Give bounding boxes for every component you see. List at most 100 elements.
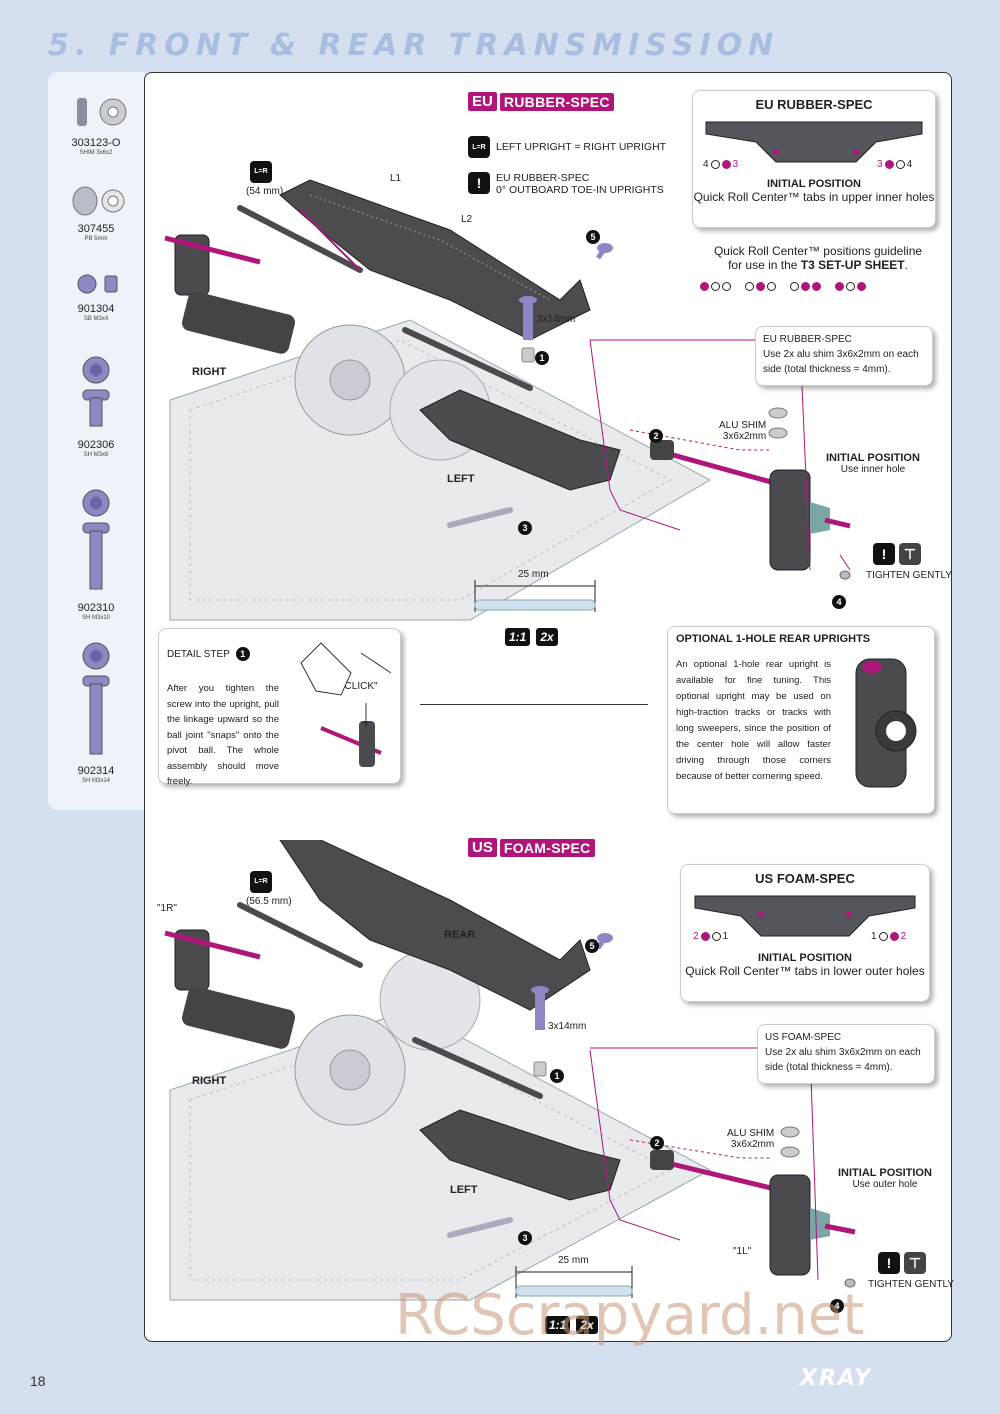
- us-label-rear: REAR: [444, 929, 476, 941]
- eu-tighten: TIGHTEN GENTLY: [866, 570, 952, 581]
- us-label-right: RIGHT: [192, 1075, 227, 1087]
- page-title: 5. FRONT & REAR TRANSMISSION: [48, 28, 780, 63]
- eu-label-l2: L2: [461, 214, 473, 225]
- us-scale-badges: 1:1 2x: [545, 1316, 598, 1334]
- lr-icon: L=R: [468, 136, 490, 158]
- step-number: 2: [650, 1136, 664, 1150]
- optional-text: An optional 1-hole rear upright is avail…: [676, 659, 831, 782]
- us-pin-scale-illustration: [515, 1266, 633, 1298]
- us-step-1: 1: [550, 1066, 564, 1084]
- eu-callout-init: INITIAL POSITION: [767, 178, 861, 190]
- part-item: 902310 SH M3x10: [48, 487, 144, 621]
- scale-1-1: 1:1: [505, 628, 531, 646]
- us-alu-shim: ALU SHIM 3x6x2mm: [727, 1128, 774, 1150]
- optional-upright-callout: OPTIONAL 1-HOLE REAR UPRIGHTS An optiona…: [667, 626, 935, 814]
- us-pin-length: 25 mm: [558, 1255, 589, 1266]
- step-number: 2: [649, 429, 663, 443]
- eu-label-right: RIGHT: [192, 366, 227, 378]
- eu-init-position: INITIAL POSITION Use inner hole: [826, 452, 920, 475]
- qrc-digit: 2: [693, 931, 699, 942]
- part-code: 902314: [77, 765, 115, 777]
- lr-icon: L=R: [250, 160, 272, 183]
- eu-alu-shim-a: ALU SHIM: [719, 420, 767, 431]
- part-item: 902314 SH M3x14: [48, 640, 144, 784]
- us-step-3: 3: [518, 1228, 532, 1246]
- part-desc: SB M3x4: [83, 316, 109, 322]
- us-init-title: INITIAL POSITION: [838, 1167, 932, 1179]
- us-section-tag: US FOAM-SPEC: [468, 838, 595, 857]
- qrc-digit: 3: [732, 159, 739, 170]
- us-shim-title: US FOAM-SPEC: [765, 1032, 842, 1043]
- optional-title: OPTIONAL 1-HOLE REAR UPRIGHTS: [676, 633, 871, 645]
- screw-m3x14-icon: [82, 642, 110, 755]
- warning-icon: !: [873, 543, 895, 565]
- screw-m3x10-icon: [82, 489, 110, 590]
- qrc-option: [790, 282, 821, 291]
- eu-alu-shim: ALU SHIM 3x6x2mm: [719, 420, 766, 442]
- us-init-position: INITIAL POSITION Use outer hole: [838, 1167, 932, 1190]
- qrc-option: [745, 282, 776, 291]
- us-callout-title: US FOAM-SPEC: [755, 871, 855, 886]
- part-desc: SH M3x6: [83, 452, 109, 458]
- eu-shock-tower-icon: [705, 121, 923, 163]
- eu-link-length: (54 mm): [246, 186, 284, 197]
- qrc-hole: [790, 282, 799, 291]
- detail-text: After you tighten the screw into the upr…: [167, 683, 279, 787]
- qrc-hole-active: [700, 282, 709, 291]
- set-screw-icon: [77, 274, 118, 294]
- qrc-hole: [745, 282, 754, 291]
- part-code: 307455: [77, 223, 115, 235]
- brand-logo: XRAY: [800, 1366, 873, 1391]
- qrc-option: [835, 282, 866, 291]
- eu-init-title: INITIAL POSITION: [826, 452, 920, 464]
- us-tag-name: FOAM-SPEC: [499, 838, 595, 857]
- eu-label-left: LEFT: [447, 473, 475, 485]
- us-screw-size: 3x14mm: [548, 1021, 587, 1032]
- us-label-1l: "1L": [733, 1246, 752, 1257]
- step-number: 1: [550, 1069, 564, 1083]
- qrc-option: [700, 282, 731, 291]
- part-item: 307455 PB 5mm: [48, 184, 144, 242]
- us-step-5: 5: [585, 936, 599, 954]
- eu-step-2: 2: [649, 426, 663, 444]
- part-desc: SH M3x10: [81, 615, 110, 621]
- part-item: 303123-O SHIM 3x6x2: [48, 92, 144, 156]
- qrc-hole: [895, 160, 905, 169]
- eu-guideline-c: T3 SET-UP SHEET: [800, 258, 905, 272]
- eu-note2a: EU RUBBER-SPEC: [496, 172, 590, 184]
- qrc-hole-active: [700, 932, 710, 941]
- us-alu-shim-a: ALU SHIM: [727, 1128, 775, 1139]
- part-desc: SHIM 3x6x2: [79, 150, 113, 156]
- us-tighten: TIGHTEN GENTLY: [868, 1279, 954, 1290]
- qrc-hole-active: [801, 282, 810, 291]
- eu-qrc-guideline: Quick Roll Center™ positions guideline f…: [700, 244, 936, 272]
- part-code: 902310: [77, 602, 115, 614]
- part-code: 303123-O: [71, 137, 121, 149]
- parts-sidebar: 303123-O SHIM 3x6x2 307455 PB 5mm 901304…: [48, 72, 144, 810]
- eu-callout-title: EU RUBBER-SPEC: [755, 97, 873, 112]
- eu-init-hole: Use inner hole: [840, 464, 906, 475]
- us-link-length: (56.5 mm): [246, 896, 292, 907]
- us-step-2: 2: [650, 1133, 664, 1151]
- screwdriver-icon: ⊤: [899, 543, 921, 565]
- us-tag-code: US: [468, 838, 497, 857]
- eu-note-toe: ! EU RUBBER-SPEC 0° OUTBOARD TOE-IN UPRI…: [468, 172, 664, 196]
- qrc-hole: [711, 282, 720, 291]
- us-tighten-icons: ! ⊤: [878, 1252, 926, 1274]
- step-number: 4: [830, 1299, 844, 1313]
- shim-icon: [77, 98, 127, 126]
- qrc-hole: [711, 932, 721, 941]
- screwdriver-icon: ⊤: [904, 1252, 926, 1274]
- us-callout-desc: Quick Roll Center™ tabs in lower outer h…: [685, 964, 925, 978]
- us-lr-badge: L=R: [250, 870, 272, 893]
- step-number: 5: [585, 939, 599, 953]
- eu-tag-name: RUBBER-SPEC: [499, 92, 614, 111]
- eu-shim-callout: EU RUBBER-SPEC Use 2x alu shim 3x6x2mm o…: [755, 326, 933, 386]
- part-item: 902306 SH M3x6: [48, 354, 144, 458]
- eu-step-3: 3: [518, 518, 532, 536]
- eu-assembly-illustration: [164, 179, 851, 621]
